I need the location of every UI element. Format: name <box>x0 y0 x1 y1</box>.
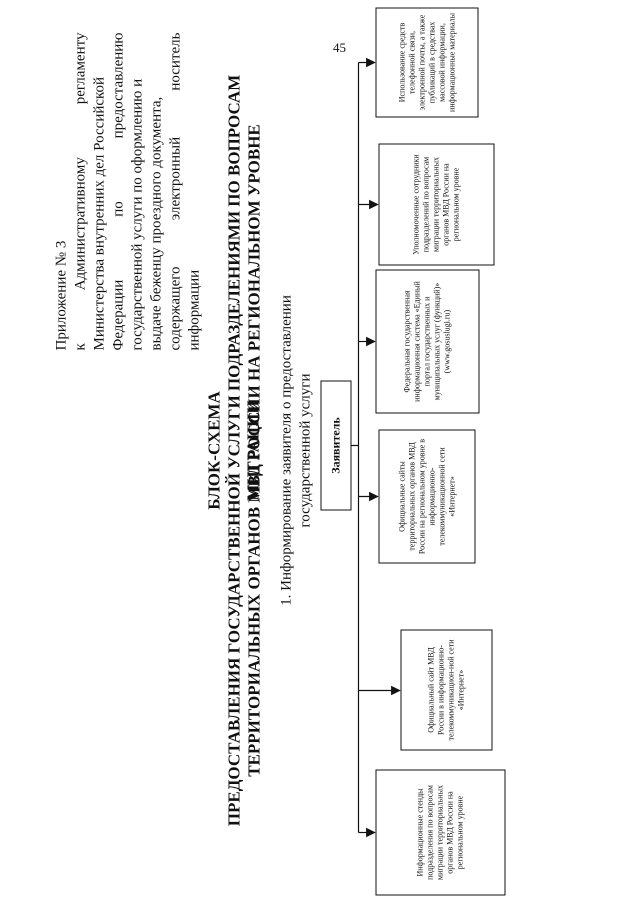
authorized-staff-box: Уполномоченные сотрудники подразделений … <box>378 143 494 265</box>
info-stands-box: Информационные стенды подразделения по в… <box>375 769 505 895</box>
regional-websites-box: Официальные сайты территориальных органо… <box>378 429 475 563</box>
mvd-website-box: Официальный сайт МВД России в информацио… <box>400 629 492 750</box>
phone-email-media-box: Использование средств телефонной связи, … <box>375 7 478 117</box>
gosuslugi-portal-box: Федеральная государственная информационн… <box>375 269 479 413</box>
page-number: 45 <box>333 40 346 55</box>
applicant-box: Заявитель <box>320 380 351 510</box>
